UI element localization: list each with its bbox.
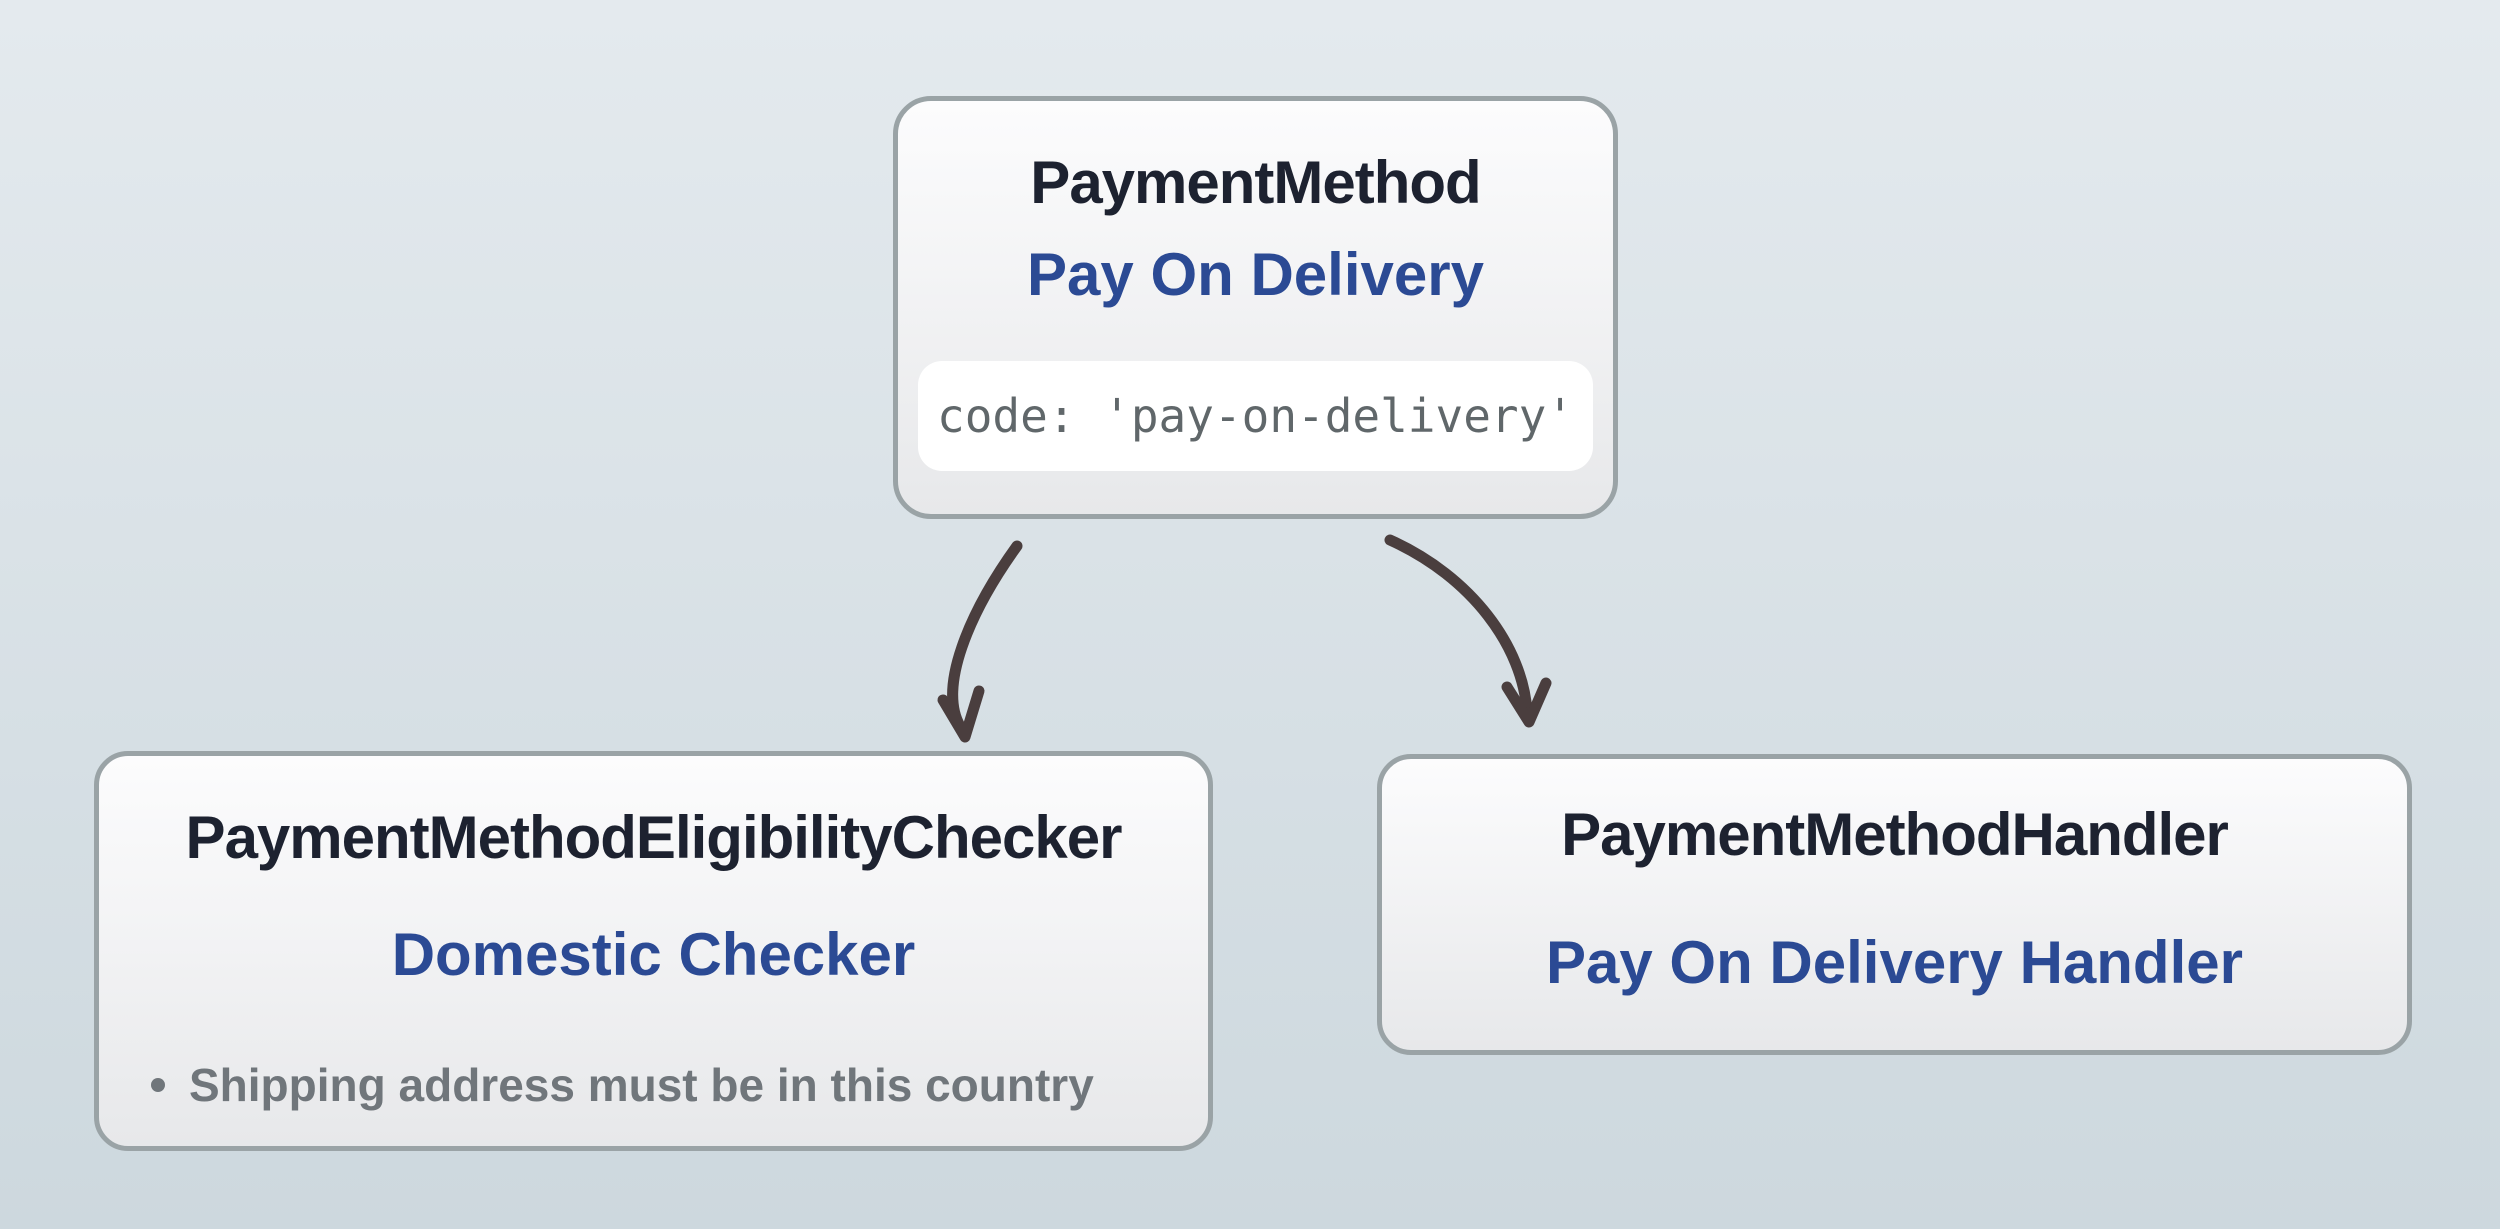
node-payment-method-title: PaymentMethod [1030, 149, 1481, 216]
node-payment-method: PaymentMethod Pay On Delivery code: 'pay… [893, 96, 1618, 519]
bullet-dot-icon [151, 1078, 165, 1092]
edge-to-eligibility-checker-curve [947, 540, 1023, 732]
node-eligibility-checker-subtitle: Domestic Checker [391, 921, 916, 988]
edge-to-handler-curve [1384, 534, 1533, 718]
edge-to-eligibility-checker [937, 540, 1023, 743]
eligibility-rule-item: Shipping address must be in this country [151, 1057, 1094, 1113]
node-payment-method-handler: PaymentMethodHandler Pay On Delivery Han… [1377, 754, 2412, 1055]
payment-method-code-text: code: 'pay-on-delivery' [937, 389, 1574, 443]
payment-method-code-chip: code: 'pay-on-delivery' [918, 361, 1593, 471]
edge-to-handler [1384, 534, 1552, 728]
node-eligibility-checker-title: PaymentMethodEligibilityChecker [185, 804, 1123, 871]
eligibility-rule-text: Shipping address must be in this country [189, 1059, 1094, 1111]
edge-to-eligibility-checker-arrowhead [937, 685, 985, 743]
node-handler-title: PaymentMethodHandler [1561, 801, 2229, 868]
node-handler-subtitle: Pay On Delivery Handler [1546, 929, 2243, 996]
node-payment-method-subtitle: Pay On Delivery [1027, 241, 1484, 308]
edge-to-handler-arrowhead [1501, 677, 1552, 728]
node-payment-method-eligibility-checker: PaymentMethodEligibilityChecker Domestic… [94, 751, 1213, 1151]
